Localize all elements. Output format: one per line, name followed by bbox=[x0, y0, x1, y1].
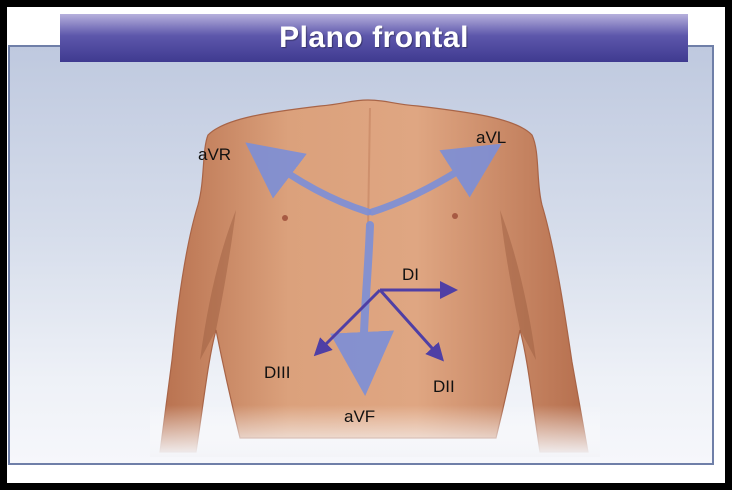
page-title: Plano frontal bbox=[279, 21, 469, 55]
right-nipple bbox=[452, 213, 458, 219]
left-nipple bbox=[282, 215, 288, 221]
diii-label: DIII bbox=[264, 363, 290, 382]
avr-label: aVR bbox=[198, 145, 231, 164]
title-bar: Plano frontal bbox=[60, 14, 688, 62]
avl-label: aVL bbox=[476, 128, 506, 147]
dii-label: DII bbox=[433, 377, 455, 396]
avf-label: aVF bbox=[344, 407, 375, 426]
di-label: DI bbox=[402, 265, 419, 284]
